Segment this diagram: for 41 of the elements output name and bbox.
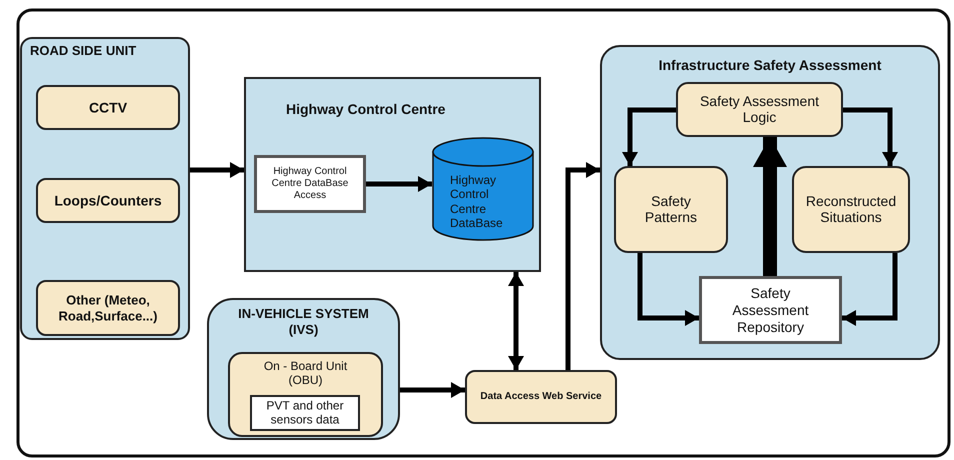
box-label: Other (Meteo, Road,Surface...) — [58, 292, 158, 324]
assessment-panel — [600, 45, 940, 360]
process-box — [254, 155, 366, 213]
unit-panel — [20, 37, 190, 340]
box-label: PVT and other sensors data — [265, 398, 345, 428]
arrow — [843, 108, 898, 166]
arrow — [753, 137, 787, 276]
arrow — [508, 272, 524, 370]
centre-panel — [244, 77, 541, 272]
box-label: Safety Assessment Repository — [731, 284, 810, 336]
process-box — [36, 178, 180, 223]
arrow — [638, 253, 699, 326]
arrow — [190, 162, 244, 178]
box-label: Reconstructed Situations — [804, 192, 898, 226]
process-box — [250, 395, 360, 431]
process-box — [614, 166, 728, 253]
panel-heading: ROAD SIDE UNIT — [30, 43, 138, 59]
panel-heading: Highway Control Centre — [286, 101, 446, 118]
box-label: Highway Control Centre DataBase — [450, 173, 504, 231]
process-box — [465, 370, 617, 424]
box-label: Loops/Counters — [53, 192, 163, 209]
process-box — [676, 82, 843, 137]
box-label: Highway Control Centre DataBase Access — [270, 166, 350, 202]
arrow — [622, 108, 676, 166]
arrow — [400, 382, 465, 398]
process-box — [36, 280, 180, 336]
box-label: Data Access Web Service — [479, 391, 603, 403]
box-label: On - Board Unit (OBU) — [262, 359, 348, 388]
box-label: Safety Assessment Logic — [698, 92, 820, 126]
box-label: CCTV — [88, 99, 128, 116]
process-box — [699, 276, 842, 344]
process-box — [228, 352, 383, 437]
panel-heading: Infrastructure Safety Assessment — [658, 57, 882, 74]
panel-heading: IN-VEHICLE SYSTEM (IVS) — [237, 306, 370, 338]
arrow — [366, 176, 432, 192]
arrow — [842, 253, 898, 326]
system-panel — [207, 298, 400, 440]
process-box — [792, 166, 910, 253]
box-label: Safety Patterns — [644, 192, 698, 226]
arrow — [566, 162, 600, 370]
process-box — [36, 85, 180, 130]
